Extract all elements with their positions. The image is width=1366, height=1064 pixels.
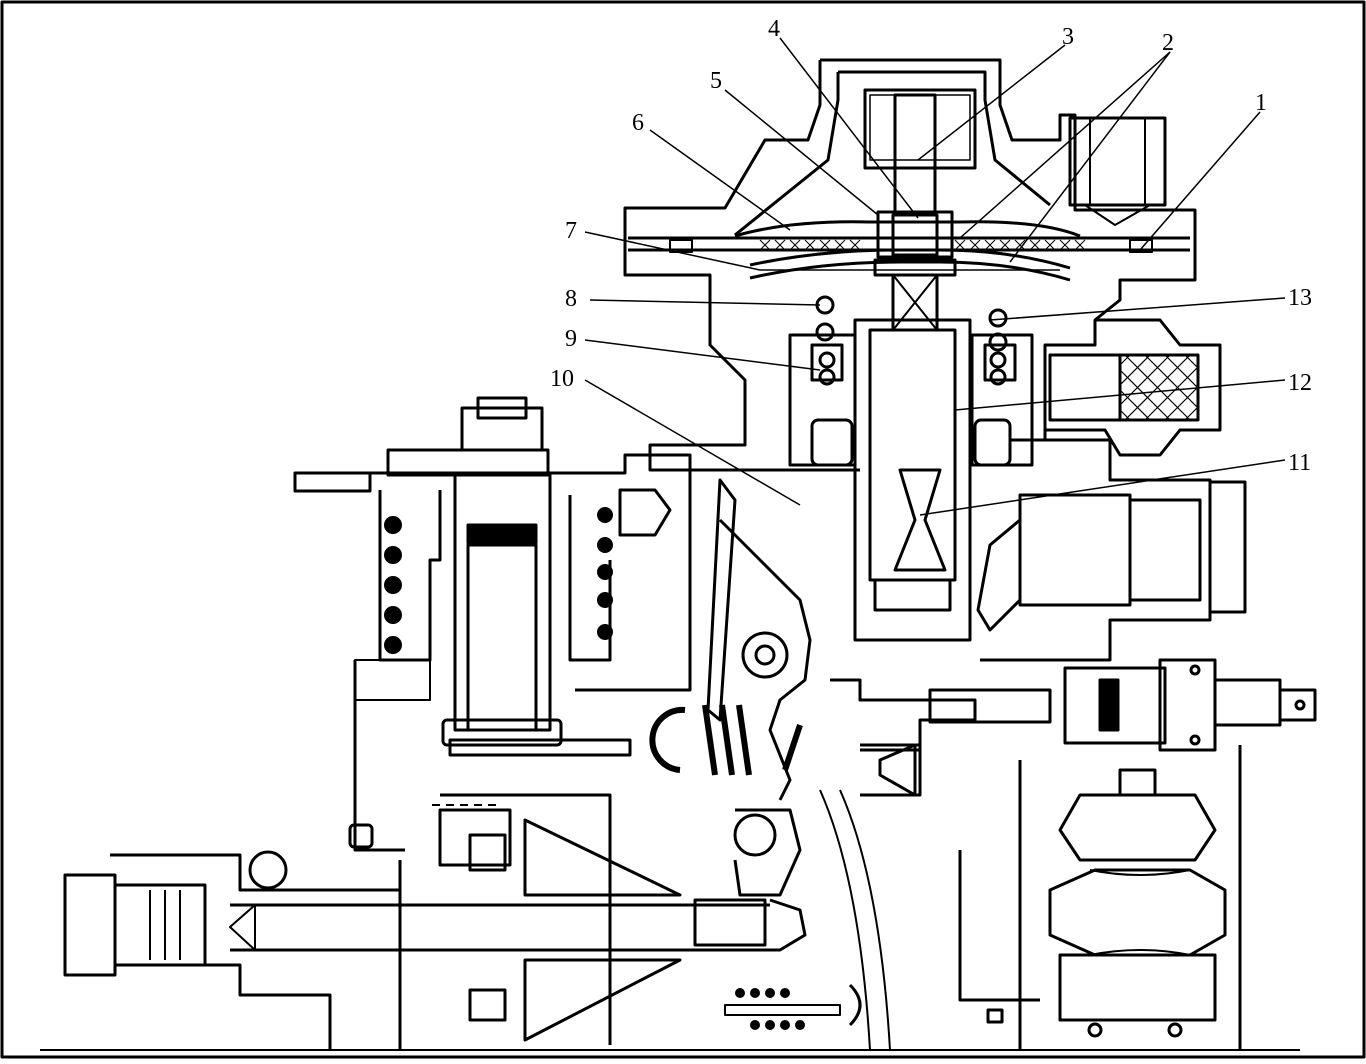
leader-12 — [954, 379, 1286, 411]
leader-4 — [779, 37, 919, 219]
pump-plunger — [293, 396, 692, 852]
leader-1 — [1139, 111, 1261, 251]
right-actuator — [976, 438, 1247, 662]
governor-lever — [649, 478, 812, 897]
leader-9 — [584, 339, 821, 371]
callout-2: 2 — [1162, 30, 1174, 56]
leader-3 — [917, 44, 1066, 161]
shaft-assembly — [788, 295, 1034, 642]
callout-8: 8 — [565, 286, 577, 312]
callout-3: 3 — [1062, 24, 1074, 50]
callout-7: 7 — [565, 218, 577, 244]
leader-2b — [1009, 51, 1171, 263]
leader-11 — [919, 459, 1286, 516]
callout-9: 9 — [565, 326, 577, 352]
callout-labels: 1 2 3 4 5 6 7 8 9 10 11 12 13 — [550, 16, 1312, 476]
leader-2a — [959, 51, 1171, 239]
callout-4: 4 — [768, 16, 780, 42]
knurled-adjuster — [1045, 318, 1222, 457]
leader-10 — [584, 379, 801, 506]
bottom-shaft — [40, 789, 1300, 1051]
diaphragm-housing — [623, 58, 1197, 472]
callout-13: 13 — [1288, 285, 1312, 311]
callout-10: 10 — [550, 366, 574, 392]
callout-11: 11 — [1288, 450, 1311, 476]
lower-right-assembly — [830, 658, 1317, 1050]
leader-5 — [724, 89, 879, 216]
leader-8 — [589, 299, 821, 306]
callout-12: 12 — [1288, 370, 1312, 396]
callout-6: 6 — [632, 110, 644, 136]
leader-7 — [584, 231, 761, 271]
callout-1: 1 — [1255, 90, 1267, 116]
callout-5: 5 — [710, 68, 722, 94]
leader-13 — [989, 297, 1286, 321]
leader-lines — [584, 37, 1286, 516]
leader-6 — [649, 129, 791, 231]
